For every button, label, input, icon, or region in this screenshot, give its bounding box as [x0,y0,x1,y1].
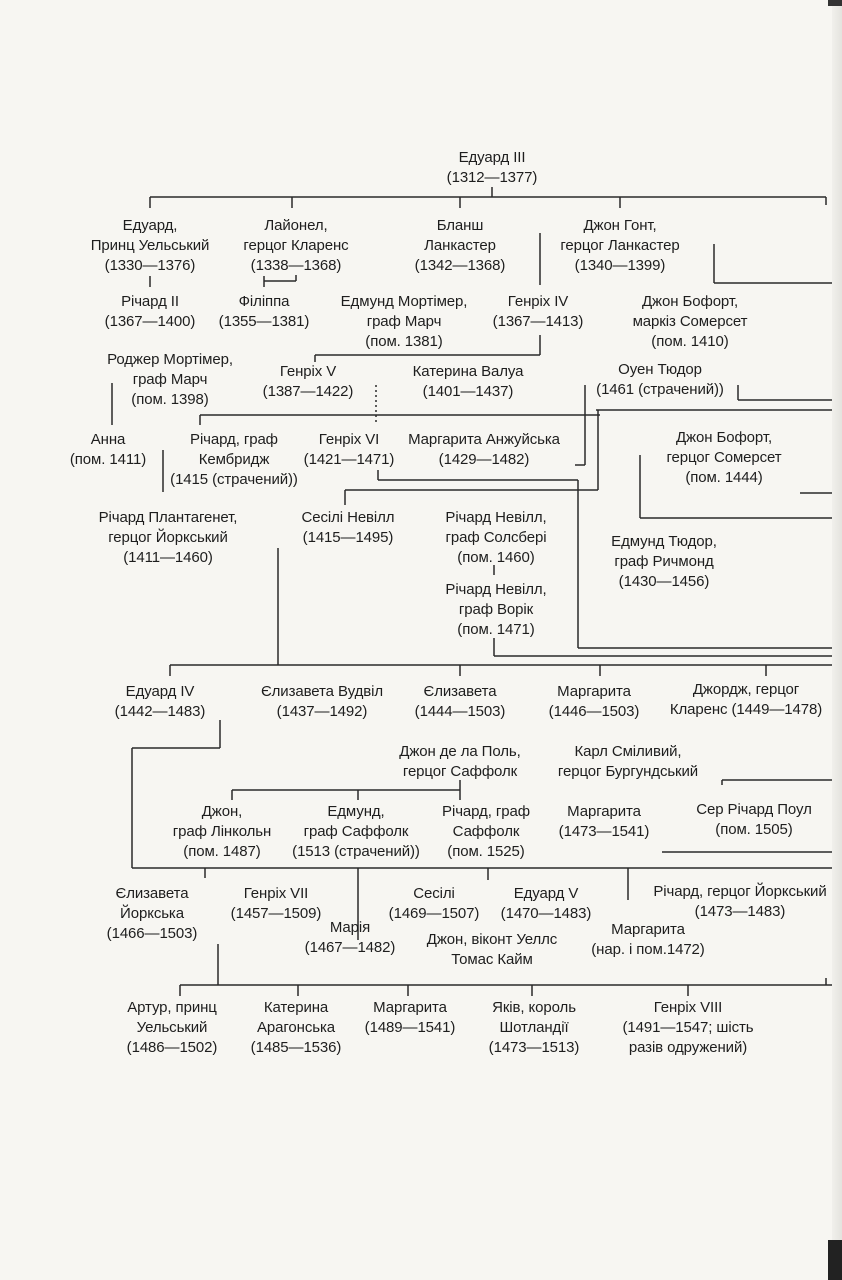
node-owen-tudor: Оуен Тюдор(1461 (страчений)) [596,361,724,398]
node-richard-ii: Річард II(1367—1400) [104,293,196,330]
node-margaret-1473: Маргарита(1473—1541) [558,803,650,840]
node-henry-vii: Генріх VII(1457—1509) [230,885,322,922]
node-edmund-tudor: Едмунд Тюдор,граф Ричмонд(1430—1456) [611,533,717,590]
node-henry-vi: Генріх VI(1421—1471) [303,431,395,468]
node-edmund-mortimer: Едмунд Мортімер,граф Марч(пом. 1381) [340,293,468,350]
node-anne: Анна(пом. 1411) [69,431,147,468]
node-richard-neville-warwick: Річард Невілл,граф Ворік(пом. 1471) [445,581,547,638]
node-richard-york: Річард, герцог Йоркський(1473—1483) [653,883,827,920]
node-edward-black-prince: Едуард,Принц Уельський(1330—1376) [90,217,210,274]
node-edward-v: Едуард V(1470—1483) [500,885,592,922]
node-philippa: Філіппа(1355—1381) [218,293,310,330]
node-elizabeth-1444: Єлизавета(1444—1503) [414,683,506,720]
node-john-lincoln: Джон,граф Лінкольн(пом. 1487) [172,803,272,860]
node-john-of-gaunt: Джон Гонт,герцог Ланкастер(1340—1399) [560,217,680,274]
node-lionel-clarence: Лайонел,герцог Кларенс(1338—1368) [243,217,349,274]
node-john-de-la-pole: Джон де ла Поль,герцог Саффолк [399,743,521,780]
node-john-beaufort-duke: Джон Бофорт,герцог Сомерсет(пом. 1444) [666,429,782,486]
node-margaret-1472: Маргарита(нар. і пом.1472) [591,921,705,958]
node-richard-neville-salisbury: Річард Невілл,граф Солсбері(пом. 1460) [445,509,547,566]
page-bottom-mark [828,1240,842,1280]
node-margaret-1489: Маргарита(1489—1541) [364,999,456,1036]
node-john-beaufort-marquess: Джон Бофорт,маркіз Сомерсет(пом. 1410) [632,293,748,350]
node-edward-iv: Едуард IV(1442—1483) [114,683,206,720]
node-cecily-1469: Сесілі(1469—1507) [388,885,480,922]
node-richard-pole: Сер Річард Поул(пом. 1505) [696,801,812,838]
node-elizabeth-woodville: Єлизавета Вудвіл(1437—1492) [260,683,384,720]
node-margaret-anjou: Маргарита Анжуйська(1429—1482) [408,431,560,468]
node-richard-plantagenet: Річард Плантагенет,герцог Йоркський(1411… [98,509,238,566]
node-mary: Марія(1467—1482) [304,919,396,956]
node-catherine-valois: Катерина Валуа(1401—1437) [412,363,524,400]
page-corner-mark [828,0,842,6]
node-edmund-suffolk: Едмунд,граф Саффолк(1513 (страчений)) [292,803,420,860]
page-spine-shadow [832,0,842,1280]
node-cecily-neville: Сесілі Невілл(1415—1495) [301,509,395,546]
node-margaret-1446: Маргарита(1446—1503) [548,683,640,720]
node-roger-mortimer: Роджер Мортімер,граф Марч(пом. 1398) [107,351,233,408]
node-henry-iv: Генріх IV(1367—1413) [492,293,584,330]
node-edward-iii: Едуард III(1312—1377) [446,149,538,186]
node-henry-v: Генріх V(1387—1422) [262,363,354,400]
node-charles-the-bold: Карл Сміливий,герцог Бургундський [557,743,699,780]
